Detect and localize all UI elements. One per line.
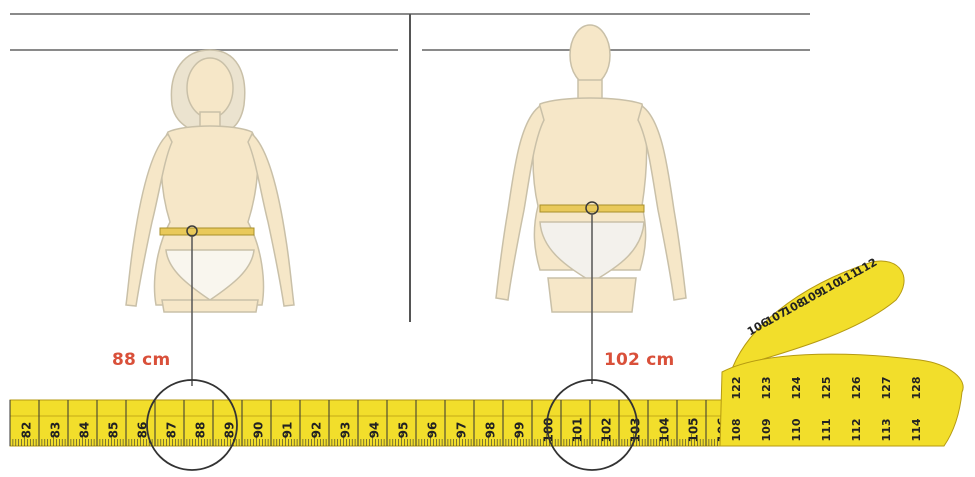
female-legs bbox=[162, 300, 258, 312]
tape-number: 98 bbox=[484, 422, 498, 439]
coil-mid-number: 122 bbox=[730, 377, 743, 400]
tape-number: 82 bbox=[20, 422, 34, 439]
coil-mid-number: 125 bbox=[820, 377, 833, 400]
coil-mid-number: 124 bbox=[790, 376, 803, 399]
coil-mid-number: 123 bbox=[760, 377, 773, 400]
tape-number: 97 bbox=[455, 422, 469, 439]
tape-number: 93 bbox=[339, 422, 353, 439]
male-right-arm bbox=[638, 106, 686, 300]
female-waist-label: 88 cm bbox=[112, 350, 170, 370]
coil-mid-number: 126 bbox=[850, 376, 863, 399]
tape-number: 104 bbox=[658, 417, 672, 442]
tape-number: 88 bbox=[194, 422, 208, 439]
coil-end-number: 114 bbox=[910, 418, 923, 441]
male-waist-band bbox=[540, 205, 644, 212]
tape-number: 92 bbox=[310, 422, 324, 439]
coil-end-number: 109 bbox=[760, 419, 773, 442]
coil-end-number: 108 bbox=[730, 419, 743, 442]
tape-number: 101 bbox=[571, 417, 585, 442]
male-figure bbox=[496, 25, 686, 312]
tape-number: 87 bbox=[165, 422, 179, 439]
coil-mid-number: 128 bbox=[910, 377, 923, 400]
tape-number: 83 bbox=[49, 422, 63, 439]
tape-number: 96 bbox=[426, 422, 440, 439]
coil-mid-number: 127 bbox=[880, 377, 893, 400]
coil-end-number: 112 bbox=[850, 419, 863, 442]
coil-lower-band bbox=[720, 354, 963, 446]
tape-number: 105 bbox=[687, 417, 701, 442]
tape-number: 85 bbox=[107, 422, 121, 439]
tape-number: 94 bbox=[368, 422, 382, 439]
male-waist-label: 102 cm bbox=[604, 350, 674, 370]
coil-end-number: 111 bbox=[820, 419, 833, 442]
tape-number: 99 bbox=[513, 422, 527, 439]
tape-number: 95 bbox=[397, 422, 411, 439]
tape-number: 102 bbox=[600, 417, 614, 442]
tape-number: 90 bbox=[252, 422, 266, 439]
female-waist-band bbox=[160, 228, 254, 235]
male-head bbox=[570, 25, 610, 85]
tape-number: 89 bbox=[223, 422, 237, 439]
coil-end-number: 110 bbox=[790, 418, 803, 441]
coil-end-number: 113 bbox=[880, 419, 893, 442]
female-head bbox=[187, 58, 233, 118]
tape-number: 91 bbox=[281, 422, 295, 439]
female-figure bbox=[126, 50, 294, 312]
male-neck bbox=[578, 80, 602, 100]
tape-number: 84 bbox=[78, 422, 92, 439]
